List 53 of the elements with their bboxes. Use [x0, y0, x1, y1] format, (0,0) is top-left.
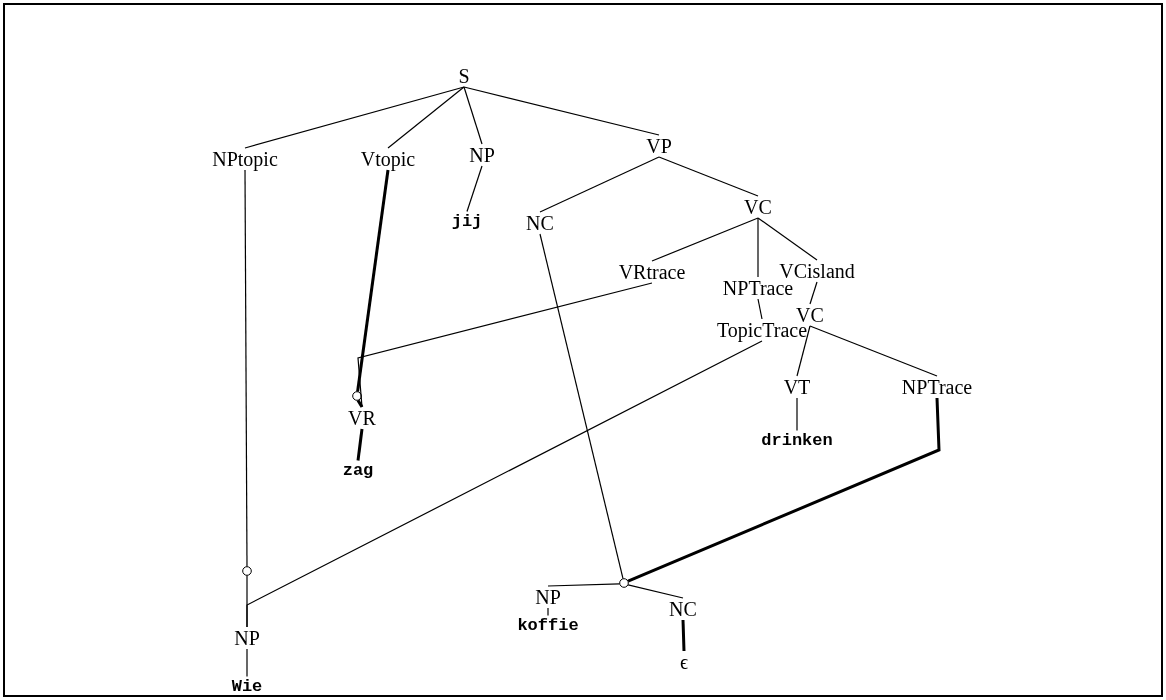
category-label: VCisland [779, 261, 855, 281]
tree-branch [463, 86, 483, 145]
category-label: NC [526, 213, 554, 233]
category-label: NP [469, 145, 495, 165]
tree-branch [356, 399, 364, 408]
category-label: S [458, 66, 470, 86]
tree-branch [627, 397, 941, 583]
category-label: NPTrace [722, 278, 794, 298]
tree-branch [547, 607, 549, 617]
category-label: NPTrace [901, 377, 973, 397]
tree-branch [539, 233, 624, 580]
tree-branch [809, 281, 818, 305]
tree-branch [463, 86, 660, 136]
tree-branch [246, 340, 763, 628]
tree-branch [627, 584, 684, 599]
tree-branch [757, 298, 763, 320]
tree-branch [658, 156, 759, 197]
tree-branch [809, 325, 938, 377]
word-label: zag [342, 461, 374, 479]
tree-branch [757, 217, 818, 261]
tree-branch [539, 156, 660, 213]
category-label: VR [348, 408, 376, 428]
tree-branch [757, 217, 759, 278]
word-label: koffie [517, 616, 579, 634]
category-label: ϵ [679, 652, 689, 672]
category-label: NP [234, 628, 260, 648]
category-label: Vtopic [360, 149, 416, 169]
tree-branch [796, 325, 811, 377]
word-label: Wie [231, 677, 263, 695]
category-label: VP [646, 136, 672, 156]
tree-branch [244, 169, 248, 568]
category-label: VRtrace [618, 262, 686, 282]
tree-branch [651, 217, 759, 262]
tree-branch [356, 428, 364, 461]
category-label: NC [669, 599, 697, 619]
tree-branch [356, 169, 390, 392]
junction-circle [619, 578, 629, 588]
tree-branch [246, 648, 248, 678]
category-label: NPtopic [212, 149, 278, 169]
tree-branch [681, 619, 686, 652]
junction-circle [242, 566, 252, 576]
tree-branch [387, 86, 465, 149]
junction-circle [352, 391, 362, 401]
tree-branch [244, 86, 465, 149]
word-label: drinken [761, 431, 833, 449]
tree-branch [796, 397, 798, 432]
tree-branch [547, 583, 621, 587]
tree-branch [466, 165, 483, 213]
word-label: jij [451, 212, 483, 230]
category-label: NP [535, 587, 561, 607]
category-label: VC [744, 197, 772, 217]
category-label: VC [796, 305, 824, 325]
category-label: VT [783, 377, 811, 397]
